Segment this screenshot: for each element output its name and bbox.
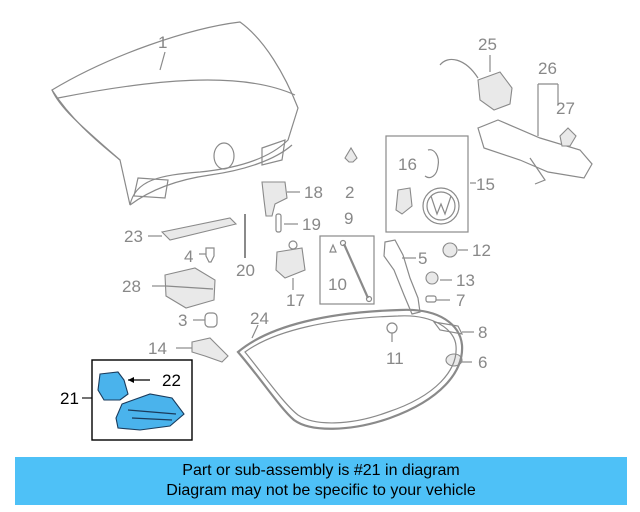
callout-23: 23 [124, 227, 143, 246]
callout-28: 28 [122, 277, 141, 296]
parts-diagram: 1 2 3 4 5 6 7 8 9 10 11 12 13 14 15 16 1… [51, 21, 593, 441]
emblem-box [385, 135, 476, 233]
weatherstrip-24-part [236, 308, 464, 430]
callout-27: 27 [556, 99, 575, 118]
callout-24: 24 [250, 309, 269, 328]
bumper-2-part [344, 146, 358, 163]
callout-21: 21 [60, 389, 79, 408]
plug-11-part [386, 322, 398, 342]
latch-14-part [176, 337, 229, 363]
callout-15: 15 [476, 175, 495, 194]
callout-10: 10 [328, 275, 347, 294]
callout-9: 9 [344, 209, 353, 228]
callout-25: 25 [478, 35, 497, 54]
trunk-lid-part [51, 21, 299, 206]
callout-17: 17 [286, 291, 305, 310]
info-banner: Part or sub-assembly is #21 in diagram D… [15, 457, 627, 505]
clip-3-part [193, 312, 218, 328]
part-21-latch [97, 371, 129, 401]
strut-box [319, 235, 375, 305]
callout-12: 12 [472, 241, 491, 260]
grommet-13-part [425, 271, 452, 285]
callout-1: 1 [158, 33, 167, 52]
callout-14: 14 [148, 339, 167, 358]
trim-23-part [148, 217, 238, 241]
callout-5: 5 [418, 249, 427, 268]
callout-19: 19 [302, 215, 321, 234]
hinge-arm-26-part [477, 83, 593, 185]
callout-8: 8 [478, 323, 487, 342]
callout-3: 3 [178, 311, 187, 330]
callout-20: 20 [236, 261, 255, 280]
callout-6: 6 [478, 353, 487, 372]
callout-13: 13 [456, 271, 475, 290]
banner-line-1: Part or sub-assembly is #21 in diagram [182, 462, 460, 479]
callout-18: 18 [304, 183, 323, 202]
bracket-18-part [261, 181, 300, 217]
banner-line-2: Diagram may not be specific to your vehi… [166, 482, 476, 499]
part-21-box [82, 359, 193, 441]
bolt-19-part [275, 213, 298, 233]
callout-22: 22 [162, 371, 181, 390]
callout-2: 2 [345, 183, 354, 202]
motor-17-part [275, 240, 306, 290]
module-28-part [152, 267, 216, 309]
callout-16: 16 [398, 155, 417, 174]
callout-4: 4 [184, 247, 193, 266]
callout-26: 26 [538, 59, 557, 78]
actuator-25-part [439, 55, 513, 111]
callout-11: 11 [386, 349, 404, 368]
stud-4-part [199, 247, 215, 263]
clip-7-part [425, 295, 450, 303]
cap-27-part [559, 127, 577, 147]
grommet-12-part [442, 242, 468, 258]
hinge-5-part [383, 239, 421, 315]
callout-7: 7 [456, 291, 465, 310]
